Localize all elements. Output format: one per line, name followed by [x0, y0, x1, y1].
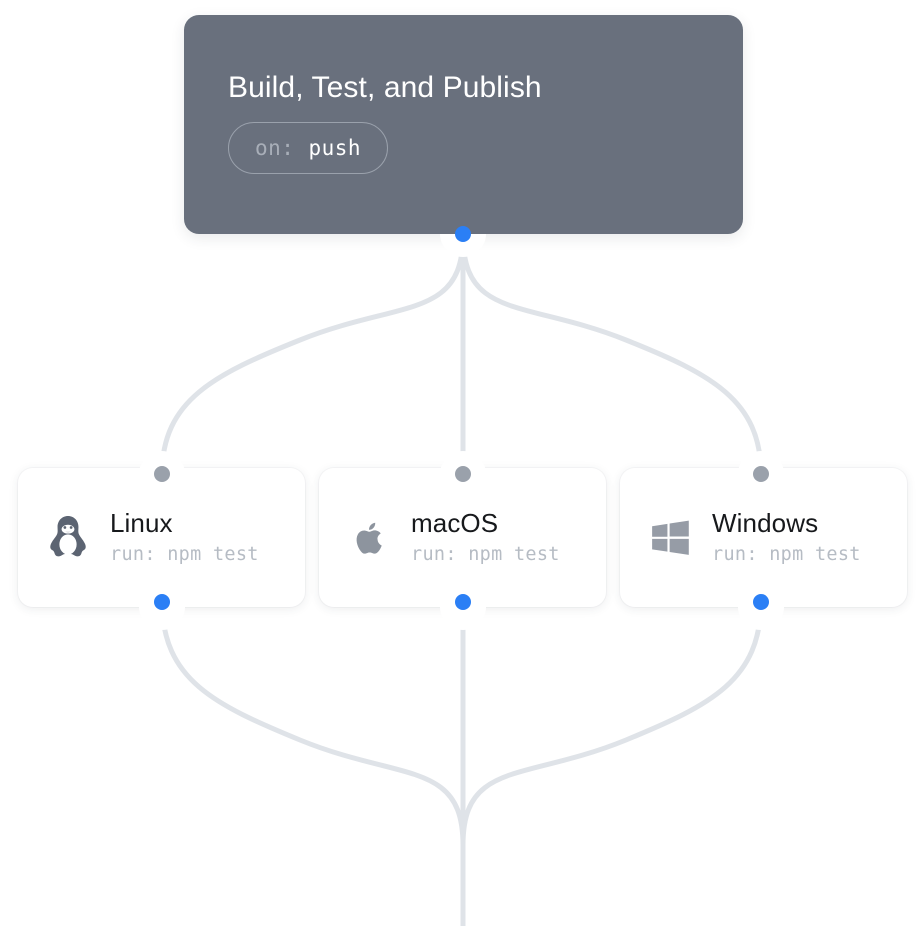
- trigger-node[interactable]: Build, Test, and Publish on: push: [184, 15, 743, 234]
- job-text-windows: Windows run: npm test: [712, 508, 861, 568]
- windows-icon: [646, 512, 694, 564]
- job-output-notch-linux: [139, 607, 185, 630]
- job-input-port-windows[interactable]: [753, 466, 769, 482]
- job-input-port-linux[interactable]: [154, 466, 170, 482]
- job-title-windows: Windows: [712, 507, 819, 538]
- trigger-title: Build, Test, and Publish: [228, 71, 542, 104]
- trigger-event-value: push: [308, 136, 362, 160]
- job-title-macos: macOS: [411, 507, 499, 538]
- job-output-port-linux[interactable]: [154, 594, 170, 610]
- job-output-port-macos[interactable]: [455, 594, 471, 610]
- job-input-port-macos[interactable]: [455, 466, 471, 482]
- job-card-macos[interactable]: macOS run: npm test: [319, 468, 606, 607]
- trigger-output-port[interactable]: [455, 226, 471, 242]
- apple-icon: [345, 512, 393, 564]
- job-output-notch-windows: [738, 607, 784, 630]
- job-text-linux: Linux run: npm test: [110, 508, 259, 568]
- edge-trigger-to-linux: [159, 232, 466, 477]
- trigger-event-pill[interactable]: on: push: [228, 122, 389, 174]
- edge-windows-to-join: [460, 598, 764, 848]
- trigger-event-key: on:: [255, 136, 295, 160]
- job-text-macos: macOS run: npm test: [411, 508, 560, 568]
- job-card-windows[interactable]: Windows run: npm test: [620, 468, 907, 607]
- linux-penguin-icon: [44, 512, 92, 564]
- job-step-linux: run: npm test: [110, 543, 259, 565]
- job-output-notch-macos: [440, 607, 486, 630]
- job-step-macos: run: npm test: [411, 543, 560, 565]
- edge-trigger-to-windows: [460, 232, 764, 477]
- job-card-linux[interactable]: Linux run: npm test: [18, 468, 305, 607]
- edge-linux-to-join: [159, 598, 466, 848]
- job-title-linux: Linux: [110, 507, 173, 538]
- job-output-port-windows[interactable]: [753, 594, 769, 610]
- job-step-windows: run: npm test: [712, 543, 861, 565]
